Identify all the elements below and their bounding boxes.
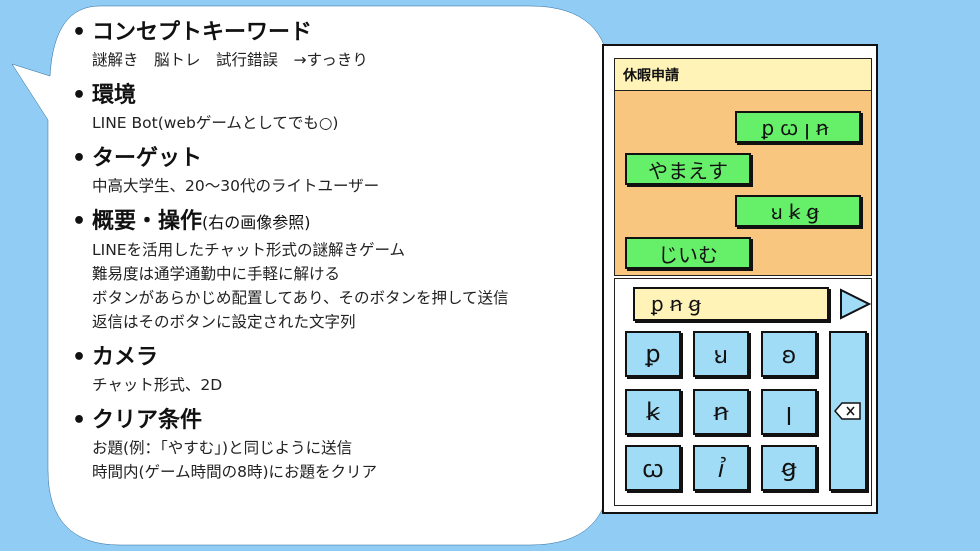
- section-line: 返信はそのボタンに設定された文字列: [92, 313, 356, 331]
- send-button[interactable]: [837, 287, 872, 321]
- bullet: •: [72, 408, 87, 433]
- key-button[interactable]: ꞁ: [761, 389, 817, 435]
- section-line: チャット形式、2D: [92, 376, 223, 394]
- section-environment: •環境 LINE Bot(webゲームとしてでも○): [72, 81, 612, 135]
- section-note: (右の画像参照): [202, 213, 311, 232]
- content-list: •コンセプトキーワード 謎解き 脳トレ 試行錯誤 →すっきり •環境 LINE …: [72, 18, 612, 493]
- message-input[interactable]: ꝑꞥꞡ: [633, 287, 829, 321]
- speech-bubble-shape: [11, 5, 610, 546]
- section-camera: •カメラ チャット形式、2D: [72, 343, 612, 397]
- keyboard-area: ꝑꞥꞡ ꝑ ꞟ ꞝ ꞣ ꞥ ꞁ ꞷ ꞽ ꞡ: [614, 278, 872, 506]
- bullet: •: [72, 146, 87, 171]
- section-line: 難易度は通学通勤中に手軽に解ける: [92, 265, 341, 283]
- triangle-send-icon: [840, 288, 872, 320]
- key-button[interactable]: ꞡ: [761, 445, 817, 491]
- chat-message-received: ꞟꞣꞡ: [735, 195, 861, 227]
- section-title: カメラ: [92, 345, 159, 370]
- bullet: •: [72, 20, 87, 45]
- game-mockup: 休暇申請 ꝑꞷꞁꞥ やまえす ꞟꞣꞡ じいむ ꝑꞥꞡ ꝑ ꞟ ꞝ ꞣ ꞥ ꞁ ꞷ…: [602, 44, 878, 514]
- section-title: 概要・操作: [92, 209, 203, 234]
- section-line: LINE Bot(webゲームとしてでも○): [92, 114, 339, 132]
- chat-message-sent: じいむ: [625, 237, 751, 269]
- section-line: お題(例：「やすむ」)と同じように送信: [92, 439, 353, 457]
- key-button[interactable]: ꞝ: [761, 331, 817, 377]
- section-concept: •コンセプトキーワード 謎解き 脳トレ 試行錯誤 →すっきり: [72, 18, 612, 72]
- bullet: •: [72, 209, 87, 234]
- bullet: •: [72, 83, 87, 108]
- key-button[interactable]: ꞟ: [693, 331, 749, 377]
- key-button[interactable]: ꞷ: [625, 445, 681, 491]
- chat-message-sent: やまえす: [625, 153, 751, 185]
- chat-area: ꝑꞷꞁꞥ やまえす ꞟꞣꞡ じいむ: [614, 90, 872, 276]
- section-target: •ターゲット 中高大学生、20～30代のライトユーザー: [72, 144, 612, 198]
- backspace-icon: [834, 402, 861, 420]
- section-title: コンセプトキーワード: [92, 20, 313, 45]
- section-line: LINEを活用したチャット形式の謎解きゲーム: [92, 241, 405, 259]
- section-title: 環境: [92, 83, 137, 108]
- section-line: ボタンがあらかじめ配置してあり、そのボタンを押して送信: [92, 289, 509, 307]
- speech-bubble: [10, 0, 610, 551]
- key-button[interactable]: ꞣ: [625, 389, 681, 435]
- section-line: 時間内(ゲーム時間の8時)にお題をクリア: [92, 463, 377, 481]
- bullet: •: [72, 345, 87, 370]
- section-clear-condition: •クリア条件 お題(例：「やすむ」)と同じように送信 時間内(ゲーム時間の8時)…: [72, 406, 612, 484]
- section-line: 謎解き 脳トレ 試行錯誤 →すっきり: [92, 51, 368, 69]
- key-button[interactable]: ꞥ: [693, 389, 749, 435]
- chat-message-received: ꝑꞷꞁꞥ: [735, 111, 861, 143]
- section-line: 中高大学生、20～30代のライトユーザー: [92, 177, 380, 195]
- key-button[interactable]: ꝑ: [625, 331, 681, 377]
- section-title: クリア条件: [92, 408, 203, 433]
- section-overview: •概要・操作(右の画像参照) LINEを活用したチャット形式の謎解きゲーム 難易…: [72, 207, 612, 334]
- section-title: ターゲット: [92, 146, 203, 171]
- chat-title: 休暇申請: [614, 58, 872, 90]
- key-button[interactable]: ꞽ: [693, 445, 749, 491]
- backspace-button[interactable]: [829, 331, 867, 491]
